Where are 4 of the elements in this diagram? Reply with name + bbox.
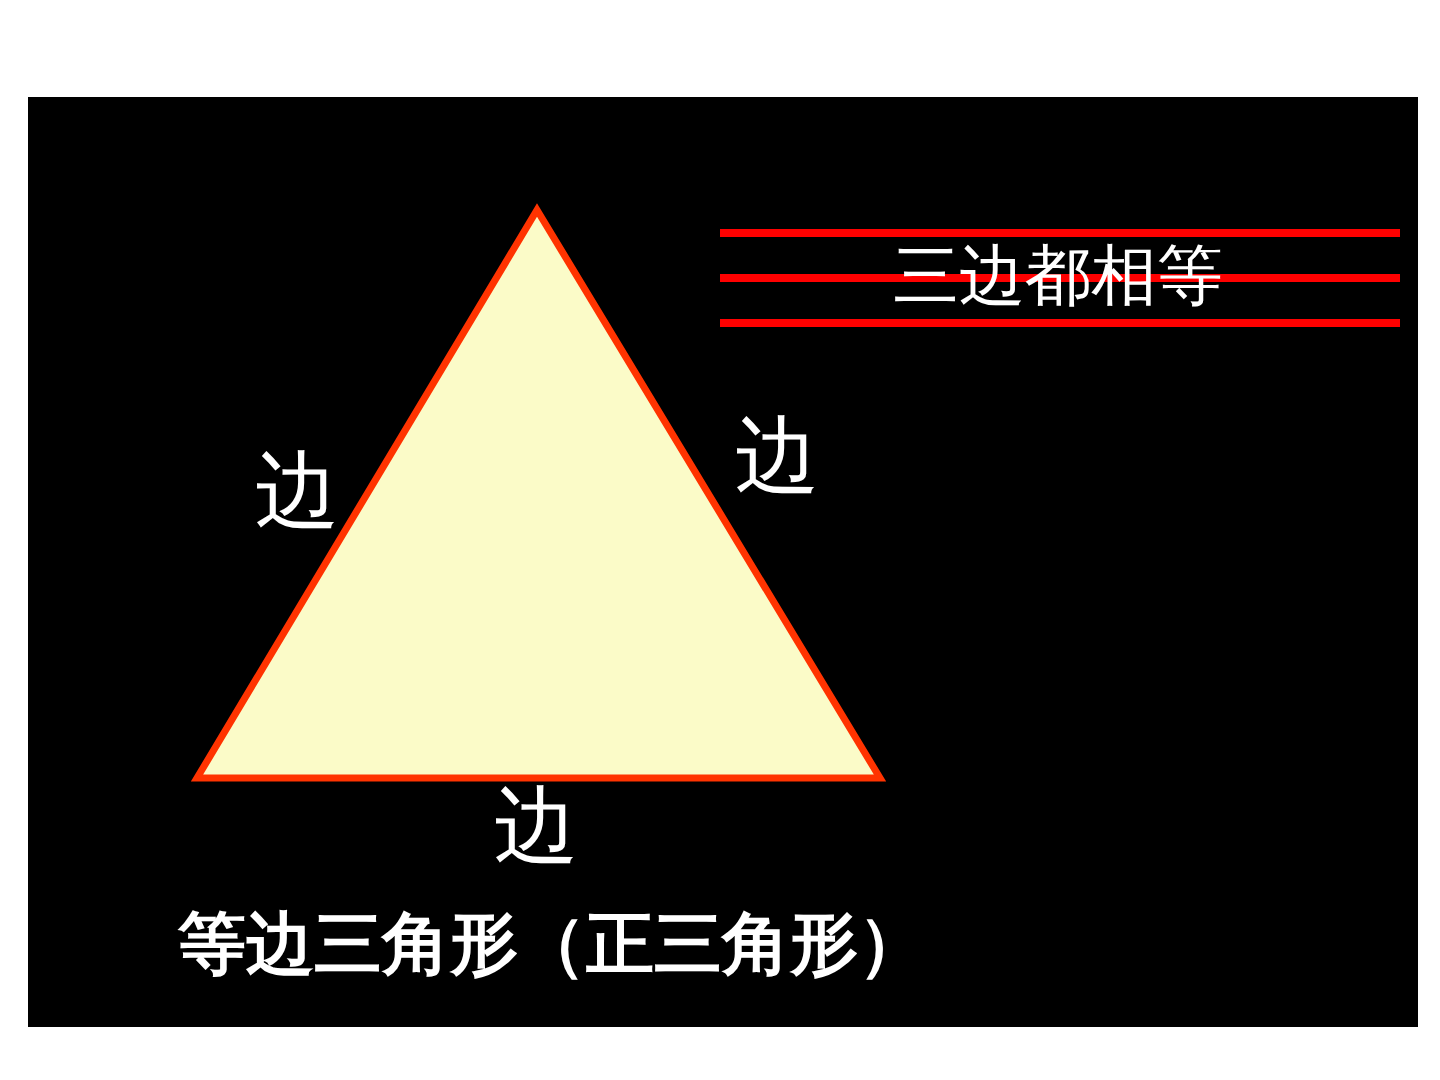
side-label: 边 <box>494 783 578 867</box>
caption-text: 等边三角形（正三角形） <box>178 910 926 978</box>
side-label: 边 <box>735 413 819 497</box>
side-label: 边 <box>255 448 339 532</box>
